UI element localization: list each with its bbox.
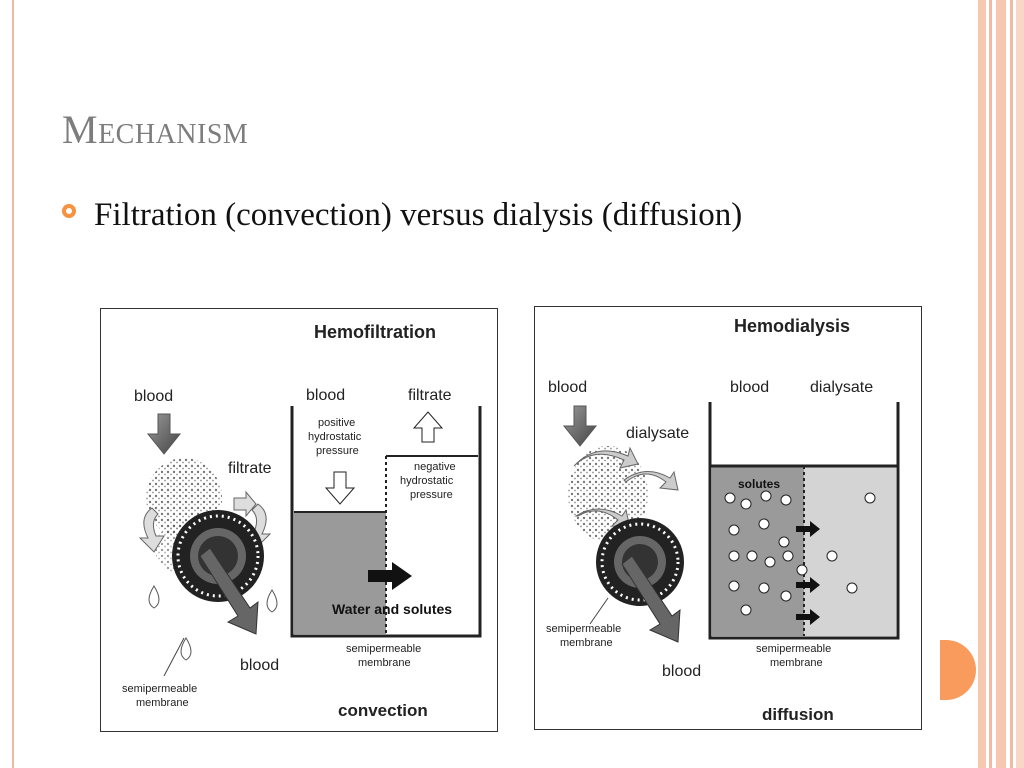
curved-arrow-icon: [138, 507, 165, 553]
fiber-membrane-label-2: membrane: [560, 637, 613, 649]
hemodialysis-diagram: Hemodialysis blood dialysate semipermeab…: [534, 306, 922, 730]
positive-pressure-label-3: pressure: [316, 445, 359, 457]
negative-pressure-label-2: hydrostatic: [400, 475, 454, 487]
droplet-icon: [180, 637, 192, 661]
tank-outline: [708, 402, 900, 640]
droplet-icon: [266, 589, 278, 613]
dialysate-tank-label: dialysate: [810, 379, 873, 396]
curved-arrow-icon: [623, 470, 679, 491]
solutes-label: solutes: [738, 477, 780, 491]
droplet-icon: [148, 585, 160, 609]
frame-stripe: [1010, 0, 1013, 768]
frame-stripe: [1016, 0, 1024, 768]
solute-particles: [724, 490, 876, 616]
diffusion-arrow-icon: [796, 521, 820, 537]
diffusion-arrow-icon: [796, 577, 820, 593]
frame-stripe: [978, 0, 986, 768]
diffusion-caption: diffusion: [762, 705, 834, 724]
curved-arrow-icon: [573, 446, 639, 469]
slide-title: Mechanism: [62, 107, 249, 152]
positive-pressure-label-1: positive: [318, 417, 355, 429]
dialysate-compartment-fill: [804, 466, 896, 636]
hollow-fiber-icon: [596, 518, 684, 606]
bullet-circle-icon: [62, 204, 76, 218]
negative-pressure-label-1: negative: [414, 461, 456, 473]
blood-in-label: blood: [134, 388, 173, 405]
water-solutes-label: Water and solutes: [332, 601, 452, 617]
membrane-pointer: [163, 637, 185, 677]
small-arrow-icon: [233, 490, 257, 518]
membrane-pointer: [589, 597, 609, 625]
up-arrow-icon: [412, 411, 444, 443]
membrane-label-2: membrane: [358, 657, 411, 669]
left-frame-border: [0, 0, 14, 768]
convection-caption: convection: [338, 701, 428, 720]
membrane-label-2: membrane: [770, 657, 823, 669]
blood-in-label: blood: [548, 379, 587, 396]
blood-tank-label: blood: [730, 379, 769, 396]
bullet-text: Filtration (convection) versus dialysis …: [94, 197, 743, 233]
fiber-membrane-label-2: membrane: [136, 697, 189, 709]
membrane-label-1: semipermeable: [346, 643, 421, 655]
filtrate-tank-label: filtrate: [408, 387, 452, 404]
hemofiltration-diagram: Hemofiltration blood filtrate: [100, 308, 498, 732]
blood-in-arrow-icon: [562, 405, 598, 447]
convection-arrow-icon: [368, 562, 412, 590]
curved-arrow-icon: [574, 508, 631, 529]
down-arrow-icon: [324, 471, 356, 505]
blood-out-arrow-icon: [199, 547, 259, 635]
membrane-label-1: semipermeable: [756, 643, 831, 655]
blood-out-arrow-icon: [621, 555, 681, 643]
frame-stripe: [996, 0, 1006, 768]
hollow-fiber-icon: [172, 510, 264, 602]
negative-pressure-label-3: pressure: [410, 489, 453, 501]
orange-tab-decoration: [940, 640, 976, 700]
blood-in-arrow-icon: [146, 413, 182, 455]
diffusion-arrow-icon: [796, 609, 820, 625]
frame-stripe: [989, 0, 992, 768]
dialysate-side-label: dialysate: [626, 425, 689, 442]
filtrate-side-label: filtrate: [228, 460, 272, 477]
fiber-membrane-label-1: semipermeable: [122, 683, 197, 695]
right-frame-stripes: [974, 0, 1024, 768]
blood-out-label: blood: [662, 663, 701, 680]
blood-out-label: blood: [240, 657, 279, 674]
positive-pressure-label-2: hydrostatic: [308, 431, 362, 443]
tank-outline: [290, 406, 482, 638]
blood-tank-label: blood: [306, 387, 345, 404]
hemofiltration-heading: Hemofiltration: [314, 322, 436, 342]
fiber-membrane-label-1: semipermeable: [546, 623, 621, 635]
hemodialysis-heading: Hemodialysis: [734, 316, 850, 336]
